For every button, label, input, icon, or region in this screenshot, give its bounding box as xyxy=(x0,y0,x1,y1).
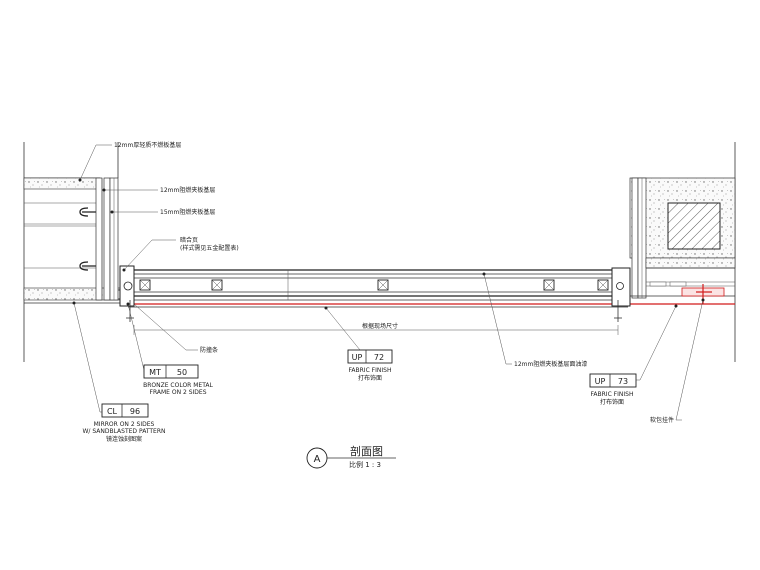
top-note-label: 12mm厚轻质不燃板基层 xyxy=(114,141,181,149)
up72-num: 72 xyxy=(374,353,384,362)
drawing-title: 剖面图 xyxy=(350,444,383,458)
mt-num: 50 xyxy=(177,368,187,377)
mt-code: MT xyxy=(149,368,161,377)
tag-cl-96: CL 96 MIRROR ON 2 SIDES W/ SANDBLASTED P… xyxy=(82,403,166,443)
cl-code: CL xyxy=(107,407,118,416)
up72-desc-1: FABRIC FINISH xyxy=(349,367,392,374)
soft-part-label: 软包挂件 xyxy=(650,416,674,424)
up73-code: UP xyxy=(595,377,606,386)
drawing-scale: 比例 1 : 3 xyxy=(349,460,381,469)
up73-num: 73 xyxy=(618,377,628,386)
right-wall xyxy=(629,142,736,362)
tag-up-73: UP 73 FABRIC FINISH 打布饰面 xyxy=(589,373,637,406)
anti-collision-label: 防撞条 xyxy=(200,346,218,354)
panel-block-5 xyxy=(597,279,609,291)
left-wall xyxy=(23,142,128,362)
mt-desc-2: FRAME ON 2 SIDES xyxy=(150,389,207,396)
back-paint-label: 12mm阻燃夹板基层面油漆 xyxy=(514,360,587,368)
door-panel xyxy=(119,265,735,335)
cl-desc-1: MIRROR ON 2 SIDES xyxy=(94,421,155,428)
layer-2-label: 15mm阻燃夹板基层 xyxy=(160,208,215,216)
up73-desc-1: FABRIC FINISH xyxy=(591,391,634,398)
panel-block-2 xyxy=(211,279,223,291)
tag-up-72: UP 72 FABRIC FINISH 打布饰面 xyxy=(347,349,393,382)
title-marker: A xyxy=(314,454,321,465)
panel-block-1 xyxy=(139,279,151,291)
hinge-label-2: (样式需见五金配置表) xyxy=(180,244,239,252)
cl-desc-3: 镜连蚀刻图案 xyxy=(106,435,142,443)
up72-desc-2: 打布饰面 xyxy=(358,374,382,382)
layer-1-label: 12mm阻燃夹板基层 xyxy=(160,186,215,194)
bottom-dimension-text: 根据现场尺寸 xyxy=(362,322,398,330)
hinge-label-1: 暗合页 xyxy=(180,236,198,244)
title-block: A 剖面图 比例 1 : 3 xyxy=(306,444,396,469)
cl-num: 96 xyxy=(130,407,140,416)
tag-mt-50: MT 50 BRONZE COLOR METAL FRAME ON 2 SIDE… xyxy=(143,364,214,396)
cl-desc-2: W/ SANDBLASTED PATTERN xyxy=(82,428,165,435)
mt-desc-1: BRONZE COLOR METAL xyxy=(143,382,213,389)
up72-code: UP xyxy=(352,353,363,362)
panel-block-4 xyxy=(543,279,555,291)
up73-desc-2: 打布饰面 xyxy=(600,398,624,406)
panel-block-3 xyxy=(377,279,389,291)
